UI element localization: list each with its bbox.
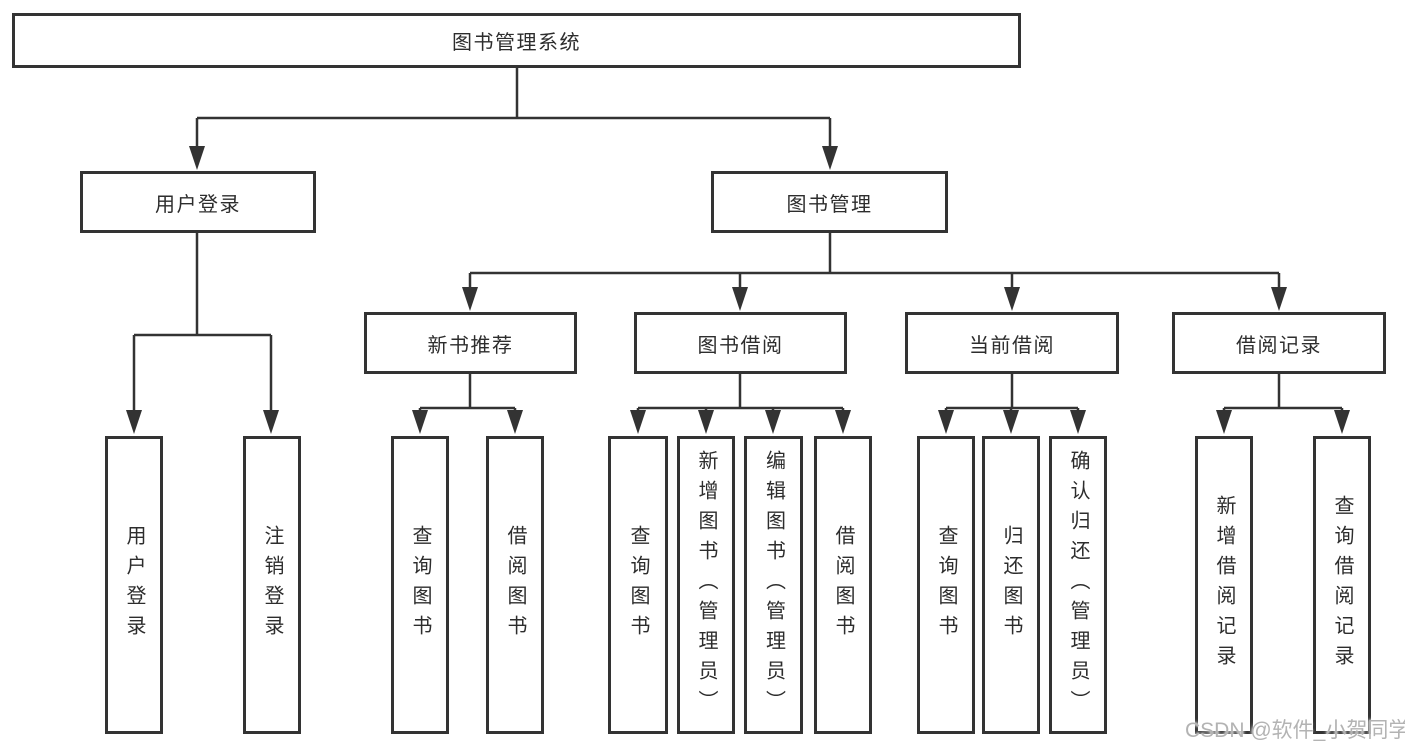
- leaf-return-books: 归还图书: [982, 436, 1040, 734]
- node-root-label: 图书管理系统: [452, 32, 581, 54]
- leaf-edit-books-admin-label: 编辑图书（管理员）: [762, 450, 785, 720]
- leaf-query-books-borrow: 查询图书: [608, 436, 668, 734]
- leaf-query-books-borrow-label: 查询图书: [627, 525, 649, 645]
- leaf-logout: 注销登录: [243, 436, 301, 734]
- csdn-watermark: CSDN @软件_小贺同学: [1185, 719, 1405, 742]
- leaf-query-books-current: 查询图书: [917, 436, 975, 734]
- leaf-query-books-recommend: 查询图书: [391, 436, 449, 734]
- leaf-add-borrow-record-label: 新增借阅记录: [1213, 495, 1235, 675]
- node-borrow-records: 借阅记录: [1172, 312, 1386, 374]
- leaf-borrow-books-recommend: 借阅图书: [486, 436, 544, 734]
- node-borrow-records-label: 借阅记录: [1236, 334, 1322, 357]
- leaf-user-login-label: 用户登录: [123, 525, 145, 645]
- leaf-edit-books-admin: 编辑图书（管理员）: [744, 436, 803, 734]
- node-user-login-label: 用户登录: [155, 193, 241, 216]
- leaf-query-borrow-record: 查询借阅记录: [1313, 436, 1371, 734]
- leaf-borrow-books-recommend-label: 借阅图书: [504, 525, 526, 645]
- node-book-management-label: 图书管理: [786, 193, 873, 216]
- node-current-borrow-label: 当前借阅: [969, 334, 1055, 357]
- node-user-login: 用户登录: [80, 171, 316, 233]
- node-root-library-system: 图书管理系统: [12, 13, 1021, 68]
- node-book-management: 图书管理: [711, 171, 948, 233]
- leaf-logout-label: 注销登录: [261, 525, 283, 645]
- leaf-user-login: 用户登录: [105, 436, 163, 734]
- leaf-add-borrow-record: 新增借阅记录: [1195, 436, 1253, 734]
- node-book-borrow: 图书借阅: [634, 312, 847, 374]
- leaf-query-books-current-label: 查询图书: [935, 525, 957, 645]
- node-current-borrow: 当前借阅: [905, 312, 1119, 374]
- leaf-query-borrow-record-label: 查询借阅记录: [1331, 495, 1353, 675]
- node-book-borrow-label: 图书借阅: [697, 334, 784, 357]
- leaf-query-books-recommend-label: 查询图书: [409, 525, 431, 645]
- node-new-book-recommend-label: 新书推荐: [427, 334, 514, 357]
- node-new-book-recommend: 新书推荐: [364, 312, 577, 374]
- leaf-borrow-books: 借阅图书: [814, 436, 872, 734]
- leaf-confirm-return-admin: 确认归还（管理员）: [1049, 436, 1107, 734]
- leaf-confirm-return-admin-label: 确认归还（管理员）: [1067, 450, 1089, 720]
- leaf-add-books-admin: 新增图书（管理员）: [677, 436, 735, 734]
- leaf-borrow-books-label: 借阅图书: [832, 525, 854, 645]
- leaf-add-books-admin-label: 新增图书（管理员）: [695, 450, 717, 720]
- leaf-return-books-label: 归还图书: [1000, 525, 1022, 645]
